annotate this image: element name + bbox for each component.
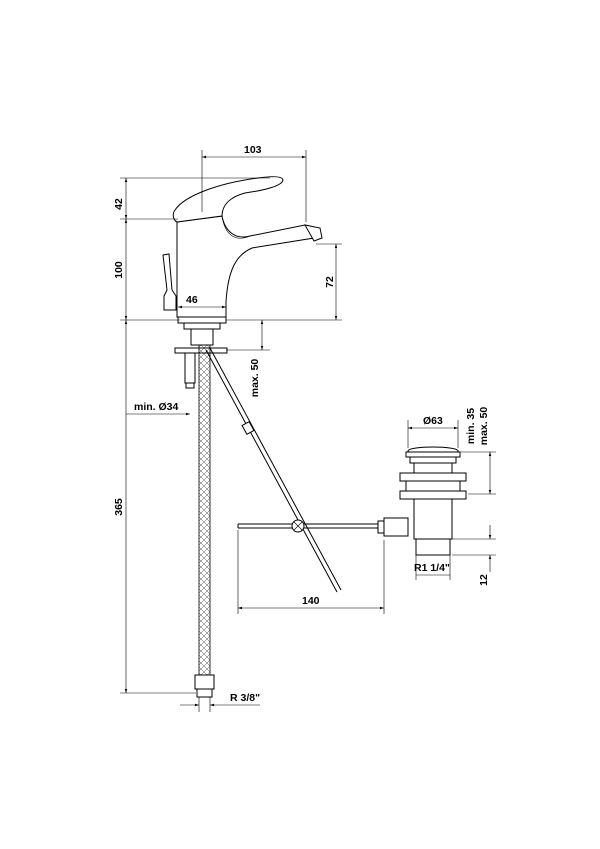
dim-label-063: Ø63: [423, 415, 443, 427]
dim-label-max-50: max. 50: [249, 359, 261, 398]
waste-rod-housing: [383, 517, 409, 537]
pop-up-waste: [377, 446, 467, 556]
dim-label-min-35: min. 35: [465, 408, 477, 444]
base-flange: [177, 316, 227, 324]
dim-label-max-50-waste: max. 50: [478, 407, 490, 446]
waste-tailpiece: [415, 538, 451, 556]
hose-nut: [194, 674, 215, 690]
dim-label-103: 103: [244, 144, 262, 156]
dim-label-100: 100: [113, 261, 125, 279]
flexible-hose: [194, 344, 215, 698]
faucet-spout-outlet: [304, 224, 323, 242]
dim-label-min-hole: min. Ø34: [134, 401, 179, 413]
pop-up-knob: [162, 253, 177, 311]
faucet-lever-handle: [172, 176, 284, 223]
dim-label-46: 46: [186, 294, 198, 306]
dim-label-42: 42: [113, 198, 125, 210]
dimension-lines: [120, 150, 496, 712]
faucet: [162, 176, 323, 389]
dim-label-365: 365: [113, 498, 125, 516]
dim-label-r-3-8: R 3/8": [230, 692, 260, 704]
dim-label-r1-1-4: R1 1/4": [414, 562, 450, 574]
dim-label-12: 12: [478, 574, 490, 586]
faucet-body: [176, 215, 319, 318]
dim-label-72: 72: [324, 276, 336, 288]
dim-label-140: 140: [302, 595, 320, 607]
pop-up-rod: [205, 347, 400, 593]
